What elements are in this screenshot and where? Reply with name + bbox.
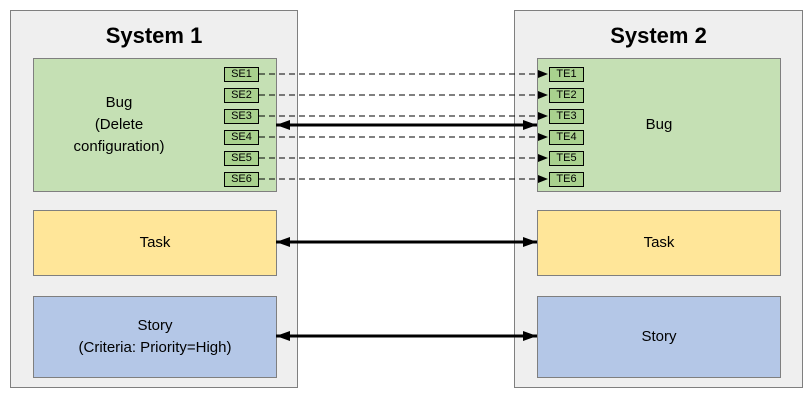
- se5-field: SE5: [224, 151, 259, 166]
- system-1-bug-label: Bug (Delete configuration): [34, 92, 204, 158]
- se4-field: SE4: [224, 130, 259, 145]
- system-1-story-label: Story (Criteria: Priority=High): [79, 315, 232, 359]
- te6-field: TE6: [549, 172, 584, 187]
- te2-field: TE2: [549, 88, 584, 103]
- system-2-panel: System 2 Bug TE1 TE2 TE3 TE4 TE5 TE6 Tas…: [514, 10, 803, 388]
- system-1-bug-label-line-2: (Delete: [94, 116, 144, 133]
- te1-field: TE1: [549, 67, 584, 82]
- system-1-task-box: Task: [33, 210, 277, 276]
- system-1-panel: System 1 Bug (Delete configuration) SE1 …: [10, 10, 298, 388]
- te3-field: TE3: [549, 109, 584, 124]
- system-1-story-label-line-2: (Criteria: Priority=High): [78, 339, 232, 356]
- system-1-bug-label-line-3: configuration): [73, 138, 165, 155]
- se2-field: SE2: [224, 88, 259, 103]
- se6-field: SE6: [224, 172, 259, 187]
- system-2-story-box: Story: [537, 296, 781, 378]
- system-1-bug-box: Bug (Delete configuration): [33, 58, 277, 192]
- system-2-title: System 2: [610, 23, 707, 48]
- system-1-story-label-line-1: Story: [137, 317, 173, 334]
- system-1-bug-label-line-1: Bug: [105, 94, 133, 111]
- se3-field: SE3: [224, 109, 259, 124]
- system-1-title: System 1: [105, 23, 203, 48]
- te5-field: TE5: [549, 151, 584, 166]
- system-2-task-box: Task: [537, 210, 781, 276]
- te4-field: TE4: [549, 130, 584, 145]
- system-1-story-box: Story (Criteria: Priority=High): [33, 296, 277, 378]
- se1-field: SE1: [224, 67, 259, 82]
